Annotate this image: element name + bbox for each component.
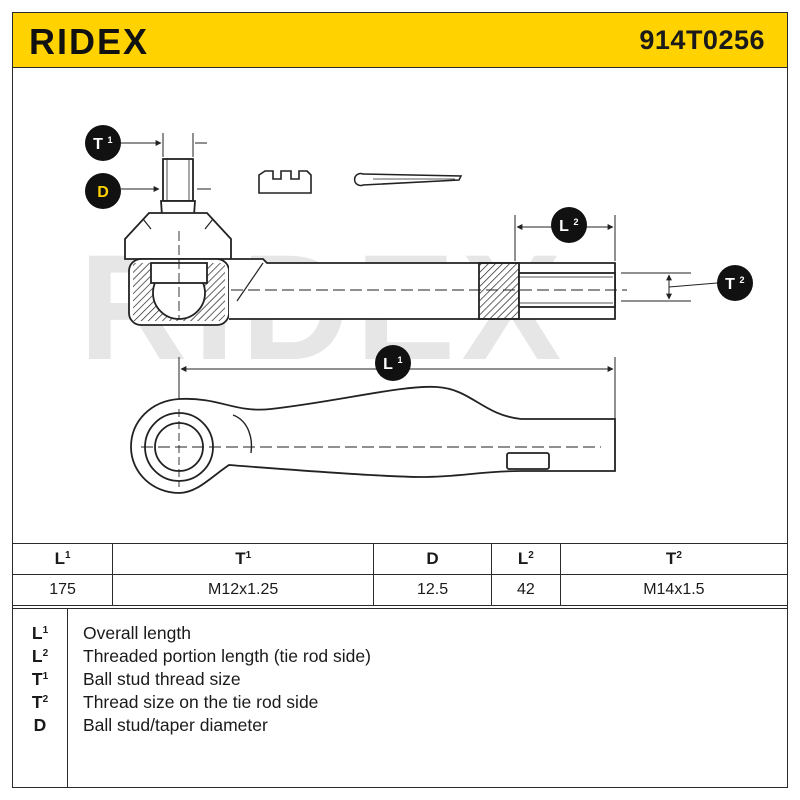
callout-l2: L 2 xyxy=(551,207,587,243)
table-cell: 12.5 xyxy=(373,574,492,606)
legend-text: Threaded portion length (tie rod side) xyxy=(83,646,371,666)
spec-sheet: RIDEX 914T0256 RIDEX xyxy=(12,12,788,788)
tie-rod-end-side-view xyxy=(124,158,627,326)
svg-text:1: 1 xyxy=(397,355,402,365)
table-header-cell: L2 xyxy=(490,543,561,575)
legend-symbol: L2 xyxy=(31,646,49,666)
tie-rod-end-top-view xyxy=(130,385,616,494)
svg-text:1: 1 xyxy=(107,135,112,145)
table-row: 175 M12x1.25 12.5 42 M14x1.5 xyxy=(13,574,787,606)
legend-symbol: T2 xyxy=(31,692,49,712)
callout-l1: L 1 xyxy=(375,345,411,381)
callout-t1: T 1 xyxy=(85,125,121,161)
brand-logo-text: RIDEX xyxy=(29,24,149,58)
table-cell: M12x1.25 xyxy=(112,574,375,606)
legend: L1 Overall length L2 Threaded portion le… xyxy=(13,608,787,788)
legend-text: Thread size on the tie rod side xyxy=(83,692,319,712)
legend-text: Ball stud thread size xyxy=(83,669,241,689)
table-cell: M14x1.5 xyxy=(559,574,787,606)
legend-symbol: D xyxy=(33,715,47,735)
dim-t2 xyxy=(621,272,718,302)
svg-text:2: 2 xyxy=(573,217,578,227)
table-cell: 175 xyxy=(13,574,114,606)
legend-symbol: L1 xyxy=(31,623,49,643)
svg-text:T: T xyxy=(725,276,735,293)
legend-text: Ball stud/taper diameter xyxy=(83,715,268,735)
legend-text: Overall length xyxy=(83,623,191,643)
dim-t1 xyxy=(121,133,207,157)
svg-text:T: T xyxy=(93,136,103,153)
table-header-cell: T1 xyxy=(112,543,375,575)
table-header-cell: L1 xyxy=(13,543,114,575)
part-number: 914T0256 xyxy=(639,25,765,55)
callout-t2: T 2 xyxy=(717,265,753,301)
callout-d: D xyxy=(85,173,121,209)
technical-drawing: RIDEX xyxy=(79,125,753,494)
table-header-cell: T2 xyxy=(559,543,787,575)
legend-symbol: T1 xyxy=(31,669,49,689)
svg-text:2: 2 xyxy=(739,275,744,285)
legend-divider xyxy=(67,609,68,788)
spec-table: L1 T1 D L2 T2 175 M12x1.25 12.5 42 M14x1… xyxy=(13,543,787,606)
table-header-row: L1 T1 D L2 T2 xyxy=(13,543,787,575)
svg-text:D: D xyxy=(97,184,109,201)
table-cell: 42 xyxy=(490,574,561,606)
cotter-pin xyxy=(353,172,463,187)
svg-text:L: L xyxy=(383,356,393,373)
table-header-cell: D xyxy=(373,543,492,575)
svg-text:L: L xyxy=(559,218,569,235)
header-bar: RIDEX 914T0256 xyxy=(13,13,787,68)
ridex-logo: RIDEX xyxy=(29,24,149,58)
castle-nut xyxy=(258,170,312,194)
